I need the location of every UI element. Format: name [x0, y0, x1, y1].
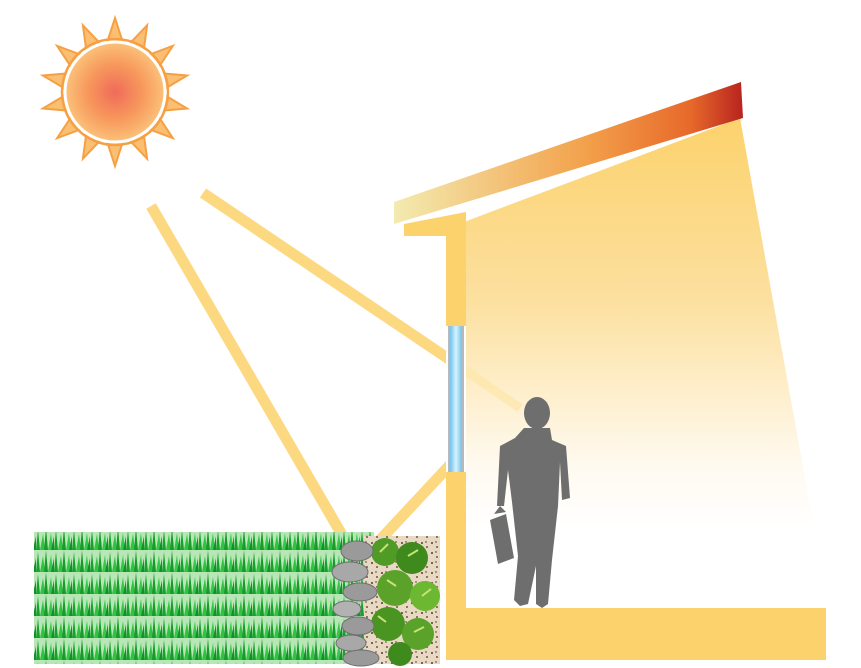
sunlight-ray — [459, 364, 523, 412]
stone-path — [331, 540, 380, 667]
briefcase — [490, 506, 514, 564]
house-wall — [446, 222, 466, 328]
floor-slab — [446, 608, 826, 660]
window — [446, 326, 466, 472]
house-wall — [446, 470, 466, 610]
sloped-roof — [394, 82, 743, 224]
sun-icon — [39, 14, 191, 170]
interior-light — [464, 118, 814, 528]
sunlight-ray — [146, 203, 350, 543]
person-silhouette — [490, 397, 570, 608]
sunlight-ray — [199, 188, 466, 373]
shrub-planting — [364, 536, 440, 666]
grass-lawn — [34, 532, 374, 664]
